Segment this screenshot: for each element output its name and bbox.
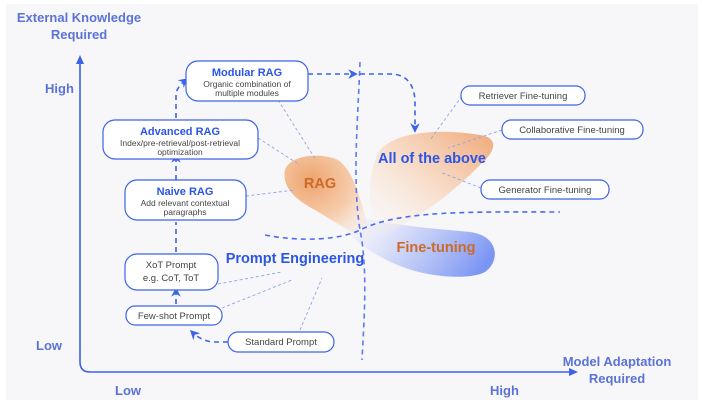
y-axis-line bbox=[79, 62, 572, 373]
prompt-engineering-region-label: Prompt Engineering bbox=[226, 251, 365, 267]
rag-region-label: RAG bbox=[304, 176, 336, 192]
xot-prompt-node[interactable]: XoT Prompt e.g. CoT, ToT bbox=[124, 253, 219, 291]
x-axis-title: Model Adaptation bbox=[563, 354, 672, 369]
flow-arrow bbox=[189, 329, 228, 343]
modular-rag-title: Modular RAG bbox=[212, 67, 282, 79]
connector-line bbox=[245, 189, 296, 197]
finetuning-region-label: Fine-tuning bbox=[397, 240, 476, 256]
all-of-above-region-shape bbox=[369, 131, 494, 235]
collaborative-finetuning-node[interactable]: Collaborative Fine-tuning bbox=[501, 119, 644, 140]
y-axis-title: External Knowledge bbox=[17, 10, 141, 25]
advanced-rag-title: Advanced RAG bbox=[140, 126, 220, 138]
connector-line bbox=[277, 99, 317, 161]
modular-rag-node[interactable]: Modular RAG Organic combination of multi… bbox=[185, 60, 309, 102]
advanced-rag-desc: Index/pre-retrieval/post-retrieval bbox=[120, 138, 240, 148]
naive-rag-title: Naive RAG bbox=[157, 186, 214, 198]
naive-rag-desc-line2: paragraphs bbox=[163, 207, 206, 217]
connector-line bbox=[429, 95, 463, 141]
collaborative-finetuning-label: Collaborative Fine-tuning bbox=[519, 125, 625, 136]
x-axis-high-label: High bbox=[490, 383, 519, 398]
retriever-finetuning-label: Retriever Fine-tuning bbox=[479, 91, 568, 102]
generator-finetuning-label: Generator Fine-tuning bbox=[499, 185, 592, 196]
standard-prompt-node[interactable]: Standard Prompt bbox=[227, 331, 335, 353]
advanced-rag-desc-line2: optimization bbox=[157, 147, 203, 157]
y-axis-low-label: Low bbox=[36, 338, 63, 353]
all-of-above-region-label: All of the above bbox=[378, 151, 486, 167]
y-axis-title-line2: Required bbox=[51, 27, 107, 42]
connector-line bbox=[299, 277, 323, 331]
flow-arrow bbox=[175, 78, 189, 118]
y-axis-arrow-icon bbox=[76, 55, 84, 64]
x-axis-low-label: Low bbox=[115, 383, 142, 398]
modular-rag-desc: Organic combination of bbox=[203, 79, 291, 89]
y-axis-high-label: High bbox=[45, 81, 74, 96]
advanced-rag-node[interactable]: Advanced RAG Index/pre-retrieval/post-re… bbox=[102, 119, 259, 160]
modular-rag-desc-line2: multiple modules bbox=[215, 88, 279, 98]
connector-line bbox=[447, 129, 503, 149]
connector-line bbox=[257, 137, 301, 166]
x-axis-arrow-icon bbox=[569, 368, 578, 376]
finetuning-region-shape bbox=[330, 210, 495, 277]
generator-finetuning-node[interactable]: Generator Fine-tuning bbox=[480, 179, 610, 200]
fewshot-prompt-node[interactable]: Few-shot Prompt bbox=[125, 305, 223, 326]
standard-prompt-label: Standard Prompt bbox=[245, 337, 317, 348]
connector-line bbox=[221, 279, 293, 309]
connector-line bbox=[439, 171, 482, 189]
retriever-finetuning-node[interactable]: Retriever Fine-tuning bbox=[460, 85, 586, 106]
fewshot-prompt-label: Few-shot Prompt bbox=[138, 311, 211, 322]
horizontal-divider bbox=[264, 211, 561, 240]
x-axis-title-line2: Required bbox=[589, 371, 645, 386]
naive-rag-node[interactable]: Naive RAG Add relevant contextual paragr… bbox=[124, 179, 247, 221]
naive-rag-desc: Add relevant contextual bbox=[141, 198, 230, 208]
xot-prompt-title: XoT Prompt bbox=[146, 260, 197, 271]
xot-prompt-example: e.g. CoT, ToT bbox=[143, 273, 200, 284]
rag-region-shape bbox=[284, 155, 372, 239]
flow-arrow bbox=[360, 73, 420, 133]
connector-line bbox=[217, 271, 283, 285]
